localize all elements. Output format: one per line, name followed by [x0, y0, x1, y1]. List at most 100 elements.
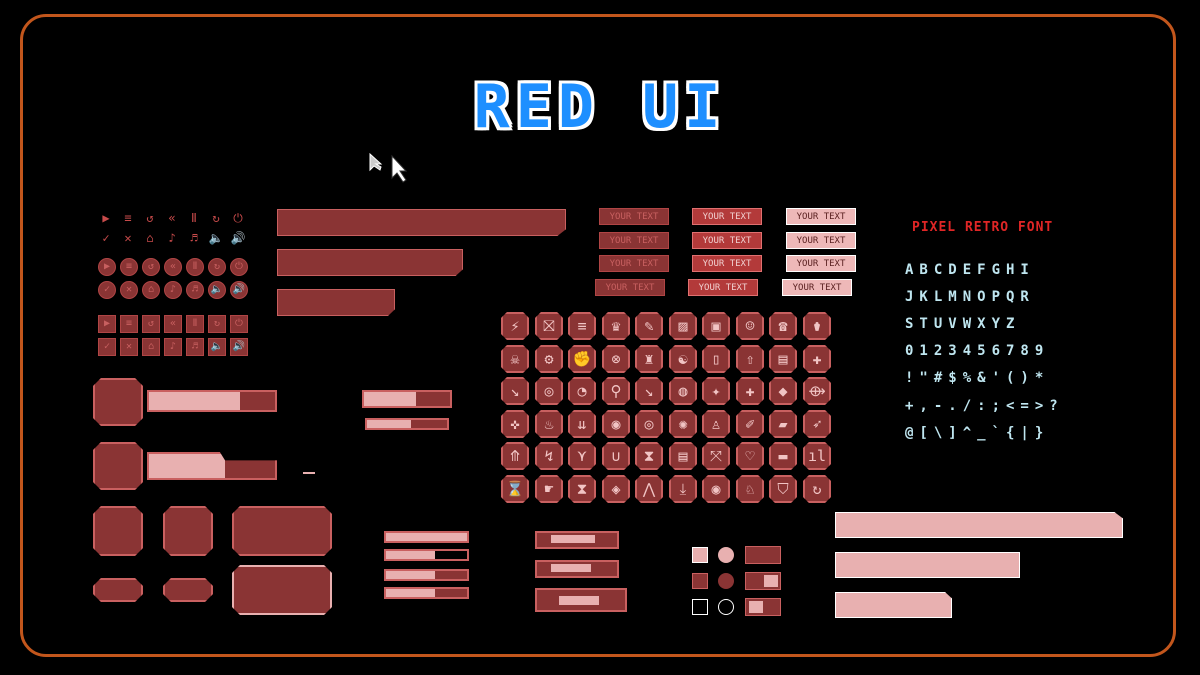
grid-icon-45[interactable]: ▤: [669, 442, 697, 470]
grid-icon-20[interactable]: ↘: [501, 377, 529, 405]
square-icon-button-11[interactable]: ♬: [186, 338, 204, 356]
grid-icon-7[interactable]: ☺: [736, 312, 764, 340]
small-icon-0[interactable]: ▶: [102, 211, 110, 225]
round-icon-button-6[interactable]: ⏻: [230, 258, 248, 276]
panel-button-1[interactable]: [93, 506, 143, 556]
round-icon-button-10[interactable]: ♪: [164, 281, 182, 299]
grid-icon-16[interactable]: ▯: [702, 345, 730, 373]
small-icon-7[interactable]: ✓: [102, 231, 110, 245]
square-icon-button-5[interactable]: ↻: [208, 315, 226, 333]
small-icon-12[interactable]: 🔈: [208, 231, 224, 245]
round-icon-button-4[interactable]: Ⅱ: [186, 258, 204, 276]
grid-icon-38[interactable]: ▰: [769, 410, 797, 438]
square-icon-button-7[interactable]: ✓: [98, 338, 116, 356]
toggle-on[interactable]: [745, 572, 781, 590]
panel-button-wide-2[interactable]: [232, 565, 332, 615]
round-icon-button-0[interactable]: ▶: [98, 258, 116, 276]
small-icon-9[interactable]: ⌂: [146, 231, 154, 245]
grid-icon-59[interactable]: ↻: [803, 475, 831, 503]
radio-2[interactable]: [718, 573, 734, 589]
round-icon-button-9[interactable]: ⌂: [142, 281, 160, 299]
round-icon-button-13[interactable]: 🔊: [230, 281, 248, 299]
grid-icon-12[interactable]: ✊: [568, 345, 596, 373]
grid-icon-34[interactable]: ◎: [635, 410, 663, 438]
grid-icon-37[interactable]: ✐: [736, 410, 764, 438]
grid-icon-30[interactable]: ✜: [501, 410, 529, 438]
small-icon-2[interactable]: ↺: [146, 211, 154, 225]
grid-icon-2[interactable]: ≡: [568, 312, 596, 340]
grid-icon-23[interactable]: ⚲: [602, 377, 630, 405]
round-icon-button-5[interactable]: ↻: [208, 258, 226, 276]
small-icon-5[interactable]: ↻: [212, 211, 220, 225]
square-frame-button-2[interactable]: [93, 442, 143, 490]
grid-icon-9[interactable]: ⚱: [803, 312, 831, 340]
your-text-button-1-1[interactable]: YOUR TEXT: [692, 232, 762, 249]
grid-icon-5[interactable]: ▨: [669, 312, 697, 340]
grid-icon-21[interactable]: ◎: [535, 377, 563, 405]
your-text-button-1-2[interactable]: YOUR TEXT: [692, 255, 762, 272]
grid-icon-48[interactable]: ▬: [769, 442, 797, 470]
square-icon-button-10[interactable]: ♪: [164, 338, 182, 356]
grid-icon-0[interactable]: ⚡: [501, 312, 529, 340]
grid-icon-25[interactable]: ◍: [669, 377, 697, 405]
square-frame-button[interactable]: [93, 378, 143, 426]
grid-icon-46[interactable]: ⤧: [702, 442, 730, 470]
grid-icon-28[interactable]: ◆: [769, 377, 797, 405]
grid-icon-54[interactable]: ⋀: [635, 475, 663, 503]
grid-icon-1[interactable]: ⛝: [535, 312, 563, 340]
grid-icon-22[interactable]: ◔: [568, 377, 596, 405]
grid-icon-41[interactable]: ↯: [535, 442, 563, 470]
checkbox-2[interactable]: [692, 573, 708, 589]
radio-checked[interactable]: [718, 547, 734, 563]
your-text-button-0-2[interactable]: YOUR TEXT: [599, 255, 669, 272]
grid-icon-32[interactable]: ⇊: [568, 410, 596, 438]
grid-icon-44[interactable]: ⧗: [635, 442, 663, 470]
square-icon-button-3[interactable]: «: [164, 315, 182, 333]
grid-icon-52[interactable]: ⧗: [568, 475, 596, 503]
grid-icon-14[interactable]: ♜: [635, 345, 663, 373]
slider-1[interactable]: [362, 390, 452, 408]
grid-icon-15[interactable]: ☯: [669, 345, 697, 373]
square-icon-button-12[interactable]: 🔈: [208, 338, 226, 356]
your-text-button-1-0[interactable]: YOUR TEXT: [692, 208, 762, 225]
square-icon-button-4[interactable]: Ⅱ: [186, 315, 204, 333]
grid-icon-43[interactable]: ∪: [602, 442, 630, 470]
small-icon-10[interactable]: ♪: [168, 231, 176, 245]
grid-icon-26[interactable]: ✦: [702, 377, 730, 405]
small-icon-4[interactable]: Ⅱ: [191, 211, 197, 225]
your-text-button-2-1[interactable]: YOUR TEXT: [786, 232, 856, 249]
panel-button-wide[interactable]: [232, 506, 332, 556]
your-text-button-0-0[interactable]: YOUR TEXT: [599, 208, 669, 225]
grid-icon-51[interactable]: ☛: [535, 475, 563, 503]
grid-icon-40[interactable]: ⤊: [501, 442, 529, 470]
small-icon-11[interactable]: ♬: [190, 231, 198, 245]
your-text-button-2-0[interactable]: YOUR TEXT: [786, 208, 856, 225]
grid-icon-6[interactable]: ▣: [702, 312, 730, 340]
radio-empty[interactable]: [718, 599, 734, 615]
grid-icon-50[interactable]: ⌛: [501, 475, 529, 503]
round-icon-button-2[interactable]: ↺: [142, 258, 160, 276]
round-icon-button-1[interactable]: ≡: [120, 258, 138, 276]
square-icon-button-9[interactable]: ⌂: [142, 338, 160, 356]
round-icon-button-11[interactable]: ♬: [186, 281, 204, 299]
grid-icon-33[interactable]: ◉: [602, 410, 630, 438]
slider-2[interactable]: [365, 418, 449, 430]
grid-icon-11[interactable]: ⚙: [535, 345, 563, 373]
grid-icon-47[interactable]: ♡: [736, 442, 764, 470]
grid-icon-49[interactable]: ıl: [803, 442, 831, 470]
grid-icon-29[interactable]: ⟴: [803, 377, 831, 405]
square-icon-button-8[interactable]: ✕: [120, 338, 138, 356]
your-text-button-0-3[interactable]: YOUR TEXT: [595, 279, 665, 296]
your-text-button-0-1[interactable]: YOUR TEXT: [599, 232, 669, 249]
grid-icon-19[interactable]: ✚: [803, 345, 831, 373]
grid-icon-36[interactable]: ♙: [702, 410, 730, 438]
grid-icon-31[interactable]: ♨: [535, 410, 563, 438]
grid-icon-27[interactable]: ✚: [736, 377, 764, 405]
grid-icon-24[interactable]: ↘: [635, 377, 663, 405]
square-icon-button-1[interactable]: ≡: [120, 315, 138, 333]
grid-icon-10[interactable]: ☠: [501, 345, 529, 373]
panel-button-2[interactable]: [163, 506, 213, 556]
grid-icon-58[interactable]: ⛉: [769, 475, 797, 503]
grid-icon-39[interactable]: ➶: [803, 410, 831, 438]
grid-icon-53[interactable]: ◈: [602, 475, 630, 503]
